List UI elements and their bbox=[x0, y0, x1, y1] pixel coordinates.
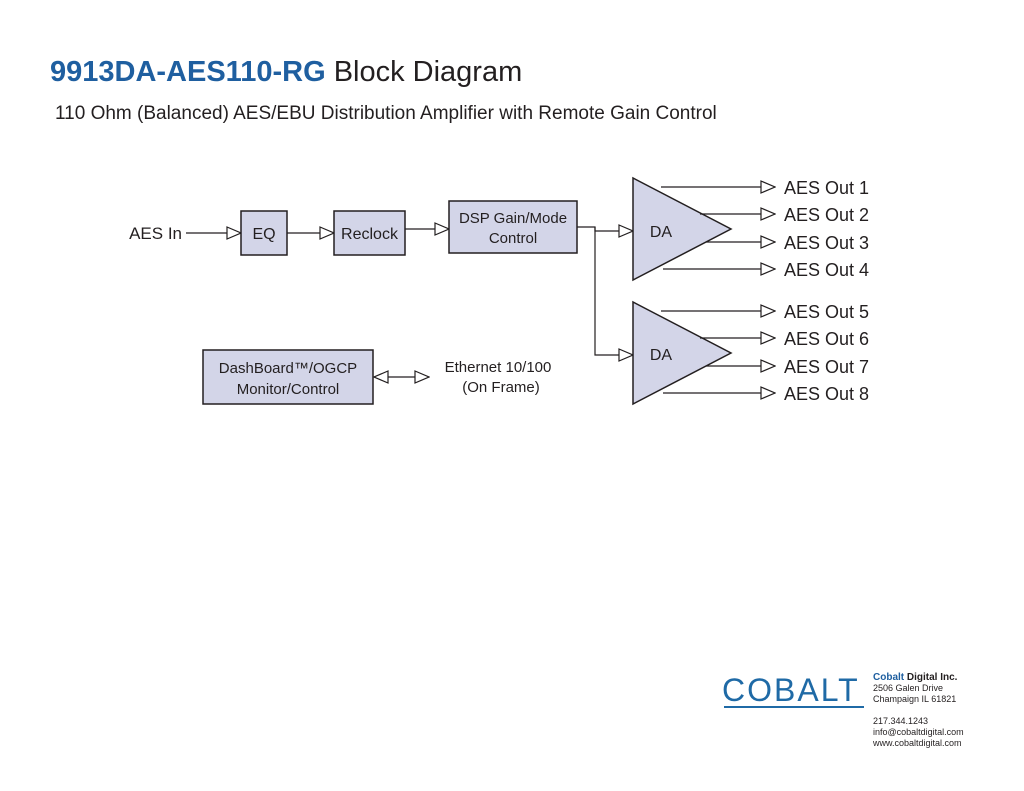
eq-label: EQ bbox=[252, 226, 275, 243]
reclock-block bbox=[333, 210, 406, 256]
input-label: AES In bbox=[129, 224, 182, 243]
output-label-1: AES Out 1 bbox=[784, 178, 869, 198]
dashboard-block bbox=[202, 349, 374, 405]
logo-underline bbox=[724, 706, 864, 708]
contact-info: Cobalt Digital Inc. 2506 Galen Drive Cha… bbox=[873, 672, 964, 749]
output-label-7: AES Out 7 bbox=[784, 357, 869, 377]
output-label-8: AES Out 8 bbox=[784, 384, 869, 404]
company-name-rest: Digital Inc. bbox=[904, 672, 958, 683]
page-subtitle: 110 Ohm (Balanced) AES/EBU Distribution … bbox=[55, 103, 717, 124]
ethernet-label-line2: (On Frame) bbox=[462, 379, 540, 396]
company-brand: Cobalt bbox=[873, 672, 905, 683]
da-top-amplifier bbox=[632, 176, 733, 282]
company-name: Cobalt Digital Inc. bbox=[873, 672, 964, 683]
email: info@cobaltdigital.com bbox=[873, 727, 964, 737]
output-label-2: AES Out 2 bbox=[784, 205, 869, 225]
dashboard-label-line1: DashBoard™/OGCP bbox=[219, 360, 357, 377]
output-label-5: AES Out 5 bbox=[784, 302, 869, 322]
address-line-1: 2506 Galen Drive bbox=[873, 683, 944, 693]
phone: 217.344.1243 bbox=[873, 716, 929, 726]
dashboard-label-line2: Monitor/Control bbox=[237, 381, 340, 398]
model-name: 9913DA-AES110-RG bbox=[50, 56, 326, 88]
da-top-label: DA bbox=[650, 224, 673, 241]
website: www.cobaltdigital.com bbox=[873, 738, 962, 748]
output-label-3: AES Out 3 bbox=[784, 233, 869, 253]
dsp-label-line2: Control bbox=[489, 230, 537, 247]
output-label-6: AES Out 6 bbox=[784, 329, 869, 349]
da-bottom-amplifier bbox=[632, 300, 733, 406]
address-line-2: Champaign IL 61821 bbox=[873, 694, 957, 704]
ethernet-label-line1: Ethernet 10/100 bbox=[445, 359, 552, 376]
dsp-to-da-top-arrow bbox=[577, 227, 633, 231]
da-bottom-label: DA bbox=[650, 347, 673, 364]
title-suffix: Block Diagram bbox=[325, 56, 523, 88]
reclock-label: Reclock bbox=[341, 226, 399, 243]
page-title: 9913DA-AES110-RG Block Diagram bbox=[50, 56, 522, 89]
eq-block bbox=[240, 210, 288, 256]
cobalt-logo: COBALT bbox=[722, 672, 860, 708]
dsp-label-line1: DSP Gain/Mode bbox=[459, 210, 567, 227]
dsp-to-da-bottom-arrow bbox=[594, 227, 633, 355]
output-label-4: AES Out 4 bbox=[784, 260, 869, 280]
